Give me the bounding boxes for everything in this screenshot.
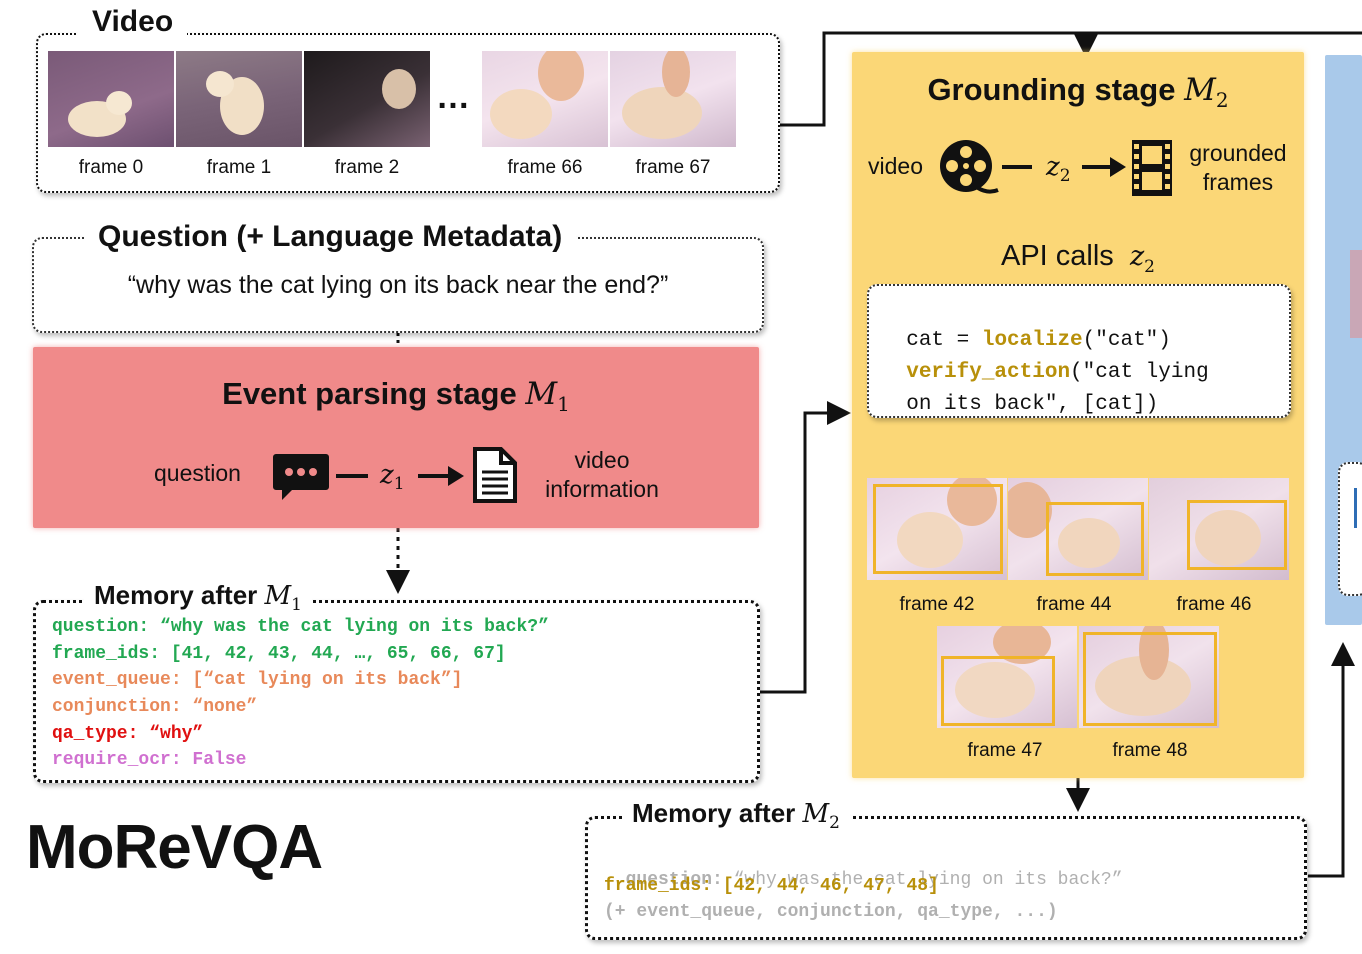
memory1-line: event_queue: [“cat lying on its back”] (52, 670, 463, 690)
memory1-line: question: “why was the cat lying on its … (52, 617, 549, 637)
next-stage-inner-text (1354, 488, 1362, 528)
video-ellipsis: … (436, 78, 470, 116)
video-frame-0 (48, 51, 174, 147)
chat-bubble-icon (273, 454, 329, 500)
grounding-arrow (1082, 157, 1126, 177)
video-frame-1 (176, 51, 302, 147)
memory2-title: Memory after M2 (622, 798, 850, 839)
grounding-title: Grounding stage M2 (927, 72, 1229, 113)
question-title: Question (+ Language Metadata) (84, 220, 577, 254)
video-frame-66 (482, 51, 608, 147)
memory1-line: frame_ids: [41, 42, 43, 44, …, 65, 66, 6… (52, 644, 506, 664)
grounded-frame-47 (937, 626, 1077, 728)
grounded-frame-caption: frame 48 (1112, 740, 1188, 761)
grounded-frame-caption: frame 47 (967, 740, 1043, 761)
grounded-frame-caption: frame 44 (1036, 594, 1112, 615)
memory2-to-next-arrow (1308, 642, 1355, 878)
video-frame-caption: frame 0 (78, 157, 144, 178)
memory1-line: require_ocr: False (52, 750, 247, 770)
api-calls-title: API calls z2 (1000, 240, 1155, 277)
grounding-input-label: video (868, 153, 923, 179)
next-stage-inner-box (1338, 462, 1362, 596)
grounded-frame-46 (1149, 478, 1289, 580)
event-parsing-title: Event parsing stage M1 (222, 376, 570, 417)
next-stage-thumbnail (1350, 250, 1362, 338)
api-code-line: verify_action("cat lying (906, 361, 1209, 384)
grounded-frame-caption: frame 42 (899, 594, 975, 615)
grounded-frame-42 (867, 478, 1007, 580)
brand-title: MoReVQA (26, 813, 323, 882)
api-code-line: cat = localize("cat") (906, 329, 1171, 352)
memory1-line: conjunction: “none” (52, 697, 258, 717)
event-parsing-panel (33, 347, 759, 528)
film-strip-icon (1132, 140, 1172, 196)
video-frame-caption: frame 67 (635, 157, 711, 178)
event-parsing-input-label: question (154, 460, 241, 486)
video-frame-caption: frame 1 (206, 157, 272, 178)
video-title: Video (78, 5, 188, 39)
api-code-line: on its back", [cat]) (906, 393, 1159, 416)
memory1-line: qa_type: “why” (52, 724, 204, 744)
video-frame-caption: frame 2 (334, 157, 400, 178)
memory1-to-grounding-arrow (760, 401, 851, 694)
grounded-frame-48 (1079, 626, 1219, 728)
memory2-line: question: “why was the cat lying on its … (625, 870, 1123, 890)
bounding-box (1187, 500, 1287, 570)
bounding-box (1083, 632, 1217, 726)
grounding-dash (1002, 165, 1032, 169)
event-parsing-arrow (418, 466, 464, 486)
film-reel-icon (940, 140, 999, 194)
grounded-frame-44 (1008, 478, 1148, 580)
video-frame-caption: frame 66 (507, 157, 583, 178)
memory1-title: Memory after M1 (84, 580, 312, 621)
api-code-panel (867, 284, 1291, 418)
bounding-box (873, 484, 1003, 574)
memory1-panel (33, 600, 760, 783)
grounded-frame-caption: frame 46 (1176, 594, 1252, 615)
event-parsing-latent: z1 (380, 460, 405, 495)
question-text: “why was the cat lying on its back near … (127, 271, 669, 299)
document-icon (473, 447, 517, 503)
video-to-grounding-arrow (780, 31, 1098, 127)
bounding-box (1046, 502, 1144, 576)
video-frame-2 (304, 51, 430, 147)
event-parsing-dash (336, 474, 368, 478)
memory2-line: (+ event_queue, conjunction, qa_type, ..… (604, 902, 1058, 922)
video-frame-67 (610, 51, 736, 147)
memory2-line: frame_ids: [42, 44, 46, 47, 48] (604, 876, 939, 896)
grounding-latent: z2 (1046, 152, 1071, 187)
bounding-box (941, 656, 1055, 726)
